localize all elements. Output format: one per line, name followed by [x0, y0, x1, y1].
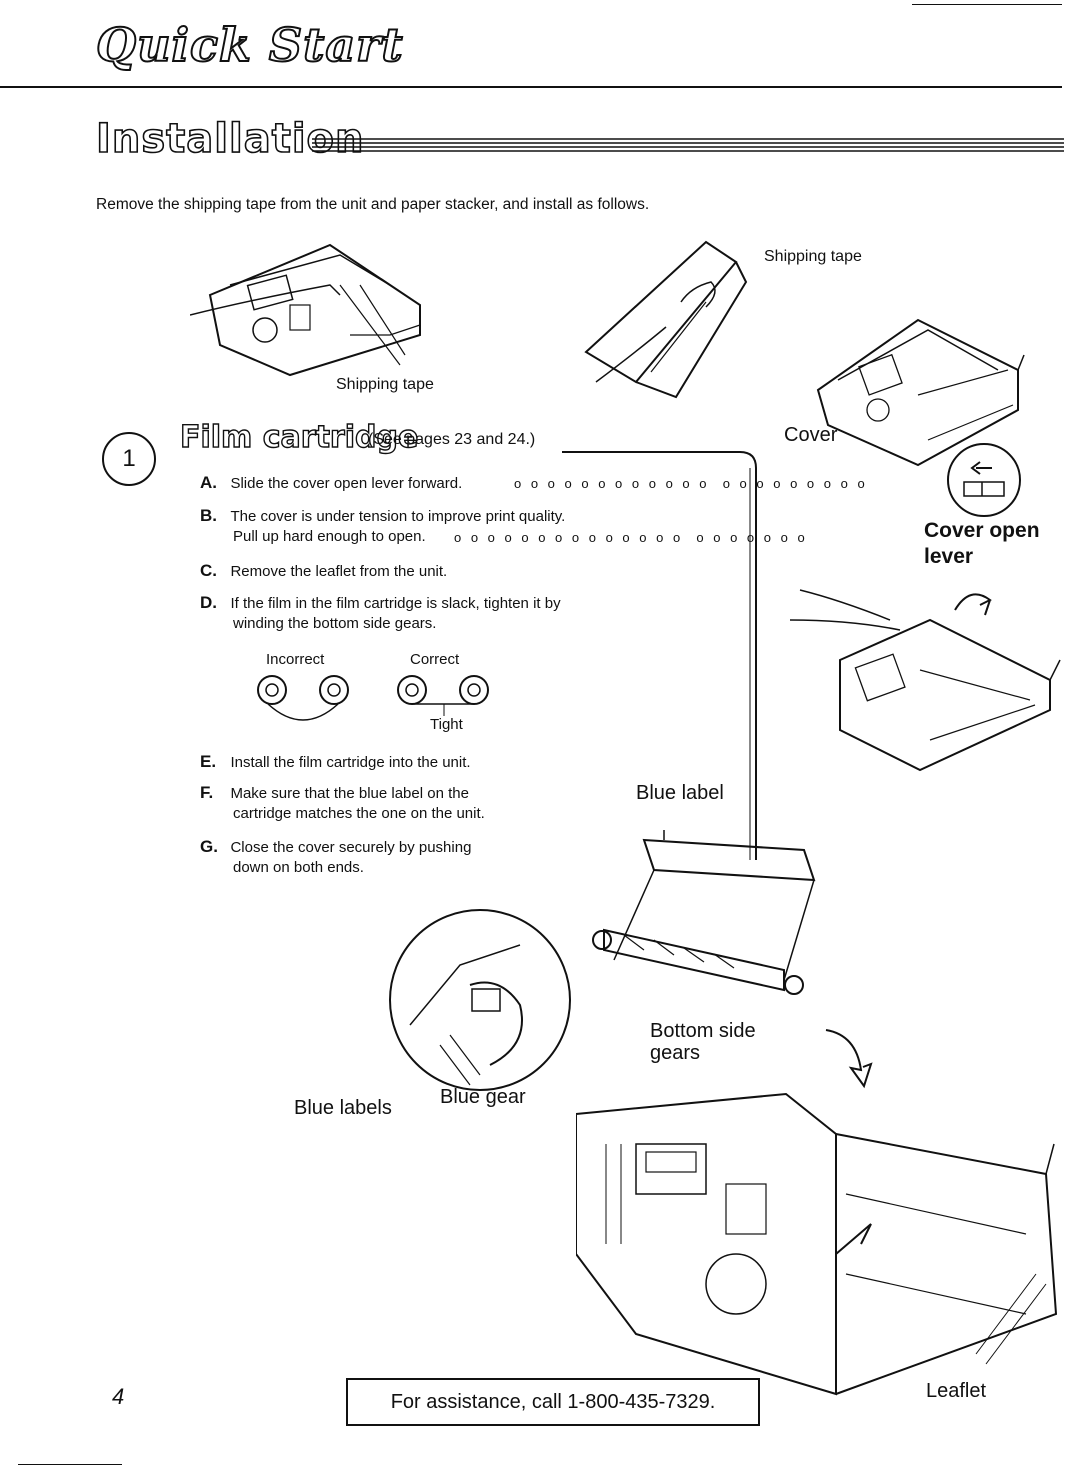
gear-diagram-incorrect — [257, 675, 349, 721]
fax-cover-illustration — [816, 318, 1025, 467]
fax-unit-tape-illustration — [190, 243, 421, 377]
blue-labels-label: Blue labels — [294, 1097, 392, 1119]
step-c-letter: C. — [200, 561, 217, 580]
step-e-letter: E. — [200, 752, 217, 771]
step-g-text2: down on both ends. — [233, 859, 364, 876]
step-f: F. Make sure that the blue label on the … — [200, 783, 760, 822]
dotted-leader-a: o o o o o o o o o o o o o o o o o o o o … — [514, 476, 868, 491]
step-g-text: Close the cover securely by pushing — [230, 839, 472, 856]
step-a-letter: A. — [200, 473, 217, 492]
footer-rule — [18, 1464, 122, 1465]
header-rule — [0, 86, 1062, 88]
blue-gear-label: Blue gear — [440, 1086, 526, 1108]
step-d: D. If the film in the film cartridge is … — [200, 593, 760, 632]
bottom-side-gears-label: Bottom side gears — [650, 1020, 756, 1064]
blue-label-label: Blue label — [636, 782, 724, 804]
open-fax-unit-illustration — [576, 1092, 1058, 1396]
step-d-text: If the film in the film cartridge is sla… — [230, 595, 561, 612]
dotted-leader-b: o o o o o o o o o o o o o o o o o o o o … — [454, 530, 808, 545]
blue-gear-detail — [389, 909, 571, 1091]
tight-label: Tight — [430, 716, 463, 733]
title-underline — [312, 138, 1064, 152]
step-b-text2: Pull up hard enough to open. — [233, 528, 426, 545]
film-cartridge-title: Film cartridge — [179, 419, 419, 455]
step-g: G. Close the cover securely by pushing d… — [200, 837, 760, 876]
step-a: A. Slide the cover open lever forward. — [200, 473, 760, 493]
page-number: 4 — [112, 1384, 125, 1409]
arrow-down-icon — [825, 1029, 873, 1089]
step-c-text: Remove the leaflet from the unit. — [230, 563, 448, 580]
step-c: C. Remove the leaflet from the unit. — [200, 561, 760, 581]
intro-text: Remove the shipping tape from the unit a… — [96, 196, 650, 213]
header-rule-top — [912, 4, 1062, 5]
leaflet-label: Leaflet — [926, 1380, 987, 1402]
step-g-letter: G. — [200, 837, 218, 856]
shipping-tape-label-left: Shipping tape — [336, 376, 434, 393]
step-d-text2: winding the bottom side gears. — [233, 615, 437, 632]
correct-label: Correct — [410, 651, 460, 668]
assistance-box: For assistance, call 1-800-435-7329. — [346, 1378, 760, 1426]
opening-cover-illustration — [789, 589, 1061, 772]
step-e-text: Install the film cartridge into the unit… — [230, 754, 471, 771]
step-a-text: Slide the cover open lever forward. — [230, 475, 463, 492]
step-f-letter: F. — [200, 783, 214, 802]
cover-label: Cover — [784, 424, 838, 446]
cover-open-lever-label: Cover open lever — [924, 519, 1040, 568]
shipping-tape-label-top: Shipping tape — [764, 248, 862, 265]
gear-diagram-correct — [397, 675, 489, 716]
cover-open-lever-detail — [947, 443, 1021, 517]
connector-line — [562, 451, 757, 860]
step-e: E. Install the film cartridge into the u… — [200, 752, 760, 772]
step-f-text2: cartridge matches the one on the unit. — [233, 805, 485, 822]
quick-start-title: Quick Start — [95, 17, 404, 73]
step-b: B. The cover is under tension to improve… — [200, 506, 760, 545]
step-number-1: 1 — [102, 432, 156, 486]
step-b-text: The cover is under tension to improve pr… — [230, 508, 566, 525]
step-f-text: Make sure that the blue label on the — [230, 785, 469, 802]
incorrect-label: Incorrect — [266, 651, 325, 668]
film-cartridge-illustration — [592, 830, 816, 995]
step-b-letter: B. — [200, 506, 217, 525]
film-cartridge-subtitle: (See pages 23 and 24.) — [368, 431, 536, 448]
step-d-letter: D. — [200, 593, 217, 612]
paper-stacker-tape-illustration — [584, 240, 748, 399]
